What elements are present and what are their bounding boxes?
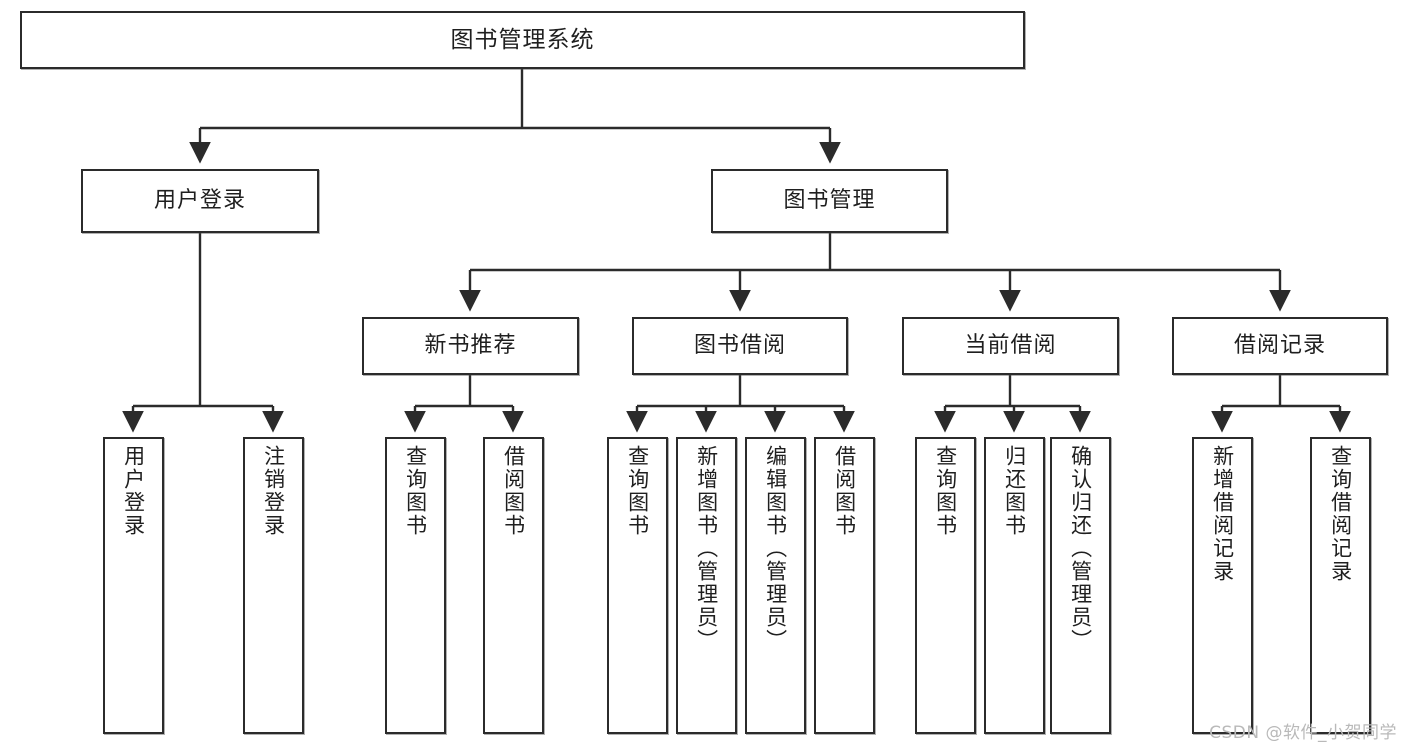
node-label: 图书管理系统 <box>450 26 595 53</box>
node-label: 图书管理 <box>783 188 876 214</box>
node-borrow-record[interactable]: 借阅记录 <box>1172 317 1388 375</box>
node-leaf-add-book[interactable]: 新增图书（管理员） <box>676 437 737 734</box>
node-book-borrow[interactable]: 图书借阅 <box>632 317 848 375</box>
node-leaf-query-book-current[interactable]: 查询图书 <box>915 437 976 734</box>
node-new-book-recommend[interactable]: 新书推荐 <box>362 317 579 375</box>
node-label: 借阅图书 <box>501 445 526 537</box>
node-label: 归还图书 <box>1002 445 1027 537</box>
node-label: 新增借阅记录 <box>1210 445 1235 583</box>
node-label: 编辑图书（管理员） <box>763 445 788 652</box>
node-label: 查询图书 <box>933 445 958 537</box>
node-root-system[interactable]: 图书管理系统 <box>20 11 1025 69</box>
node-label: 借阅图书 <box>832 445 857 537</box>
node-leaf-query-book-borrow[interactable]: 查询图书 <box>607 437 668 734</box>
node-leaf-query-book-new[interactable]: 查询图书 <box>385 437 446 734</box>
node-label: 新书推荐 <box>424 333 517 359</box>
node-book-manage[interactable]: 图书管理 <box>711 169 948 233</box>
node-leaf-user-login[interactable]: 用户登录 <box>103 437 164 734</box>
node-label: 用户登录 <box>153 188 246 214</box>
node-label: 用户登录 <box>121 445 146 537</box>
node-leaf-logout[interactable]: 注销登录 <box>243 437 304 734</box>
node-leaf-query-record[interactable]: 查询借阅记录 <box>1310 437 1371 734</box>
node-leaf-add-record[interactable]: 新增借阅记录 <box>1192 437 1253 734</box>
node-current-borrow[interactable]: 当前借阅 <box>902 317 1119 375</box>
node-user-login[interactable]: 用户登录 <box>81 169 319 233</box>
node-leaf-edit-book[interactable]: 编辑图书（管理员） <box>745 437 806 734</box>
node-label: 注销登录 <box>261 445 286 537</box>
node-label: 查询借阅记录 <box>1328 445 1353 583</box>
node-leaf-confirm-return[interactable]: 确认归还（管理员） <box>1050 437 1111 734</box>
csdn-watermark: CSDN @软件_小贺同学 <box>1209 723 1397 743</box>
node-label: 查询图书 <box>625 445 650 537</box>
node-leaf-borrow-book[interactable]: 借阅图书 <box>814 437 875 734</box>
node-label: 借阅记录 <box>1233 333 1326 359</box>
node-leaf-borrow-book-new[interactable]: 借阅图书 <box>483 437 544 734</box>
node-label: 图书借阅 <box>693 333 786 359</box>
node-label: 新增图书（管理员） <box>694 445 719 652</box>
node-label: 查询图书 <box>403 445 428 537</box>
node-label: 当前借阅 <box>964 333 1057 359</box>
node-leaf-return-book[interactable]: 归还图书 <box>984 437 1045 734</box>
node-label: 确认归还（管理员） <box>1068 445 1093 652</box>
